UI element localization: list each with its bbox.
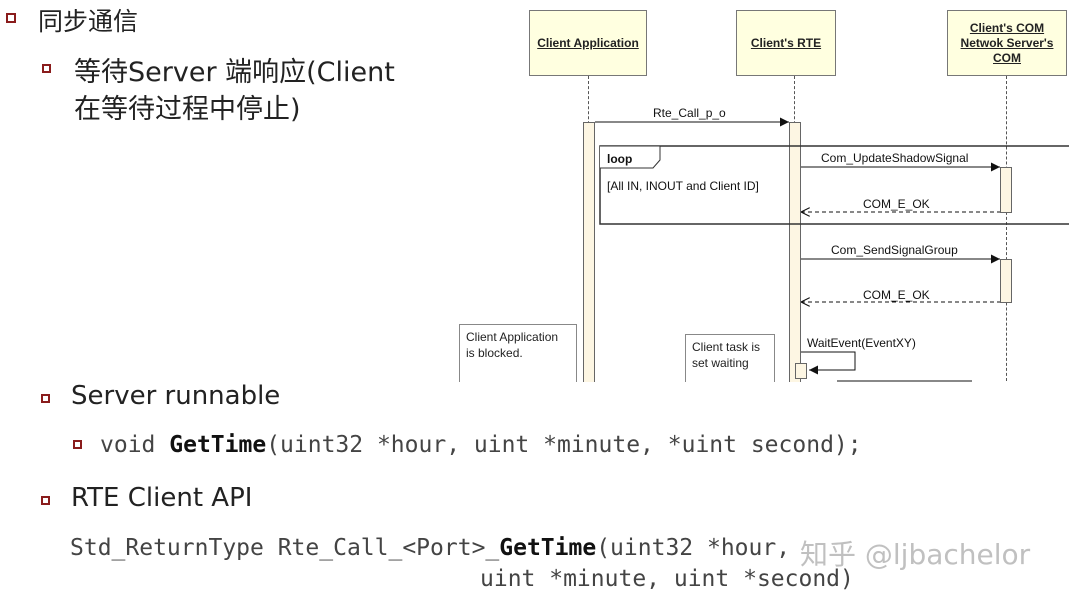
msg-send-group: Com_SendSignalGroup <box>831 243 958 257</box>
api-heading: RTE Client API <box>71 483 253 513</box>
msg-com-e-ok-1: COM_E_OK <box>863 197 930 211</box>
lifeline-client-com: Client's COM Netwok Server's COM <box>947 10 1067 76</box>
api-prefix: Std_ReturnType Rte_Call_<Port>_ <box>70 535 500 561</box>
loop-tag: loop <box>607 152 633 166</box>
api-function-name: GetTime <box>499 535 597 561</box>
api-code-line1: Std_ReturnType Rte_Call_<Port>_GetTime(u… <box>70 535 790 561</box>
msg-update-shadow: Com_UpdateShadowSignal <box>821 151 969 165</box>
code-function-name: GetTime <box>169 432 267 458</box>
note-client-blocked: Client Application is blocked. <box>459 324 577 382</box>
msg-com-e-ok-2: COM_E_OK <box>863 288 930 302</box>
loop-guard: [All IN, INOUT and Client ID] <box>607 179 759 193</box>
server-bullet-icon <box>41 394 50 403</box>
api-args-1: (uint32 *hour, <box>596 535 791 561</box>
sync-heading: 同步通信 <box>38 7 139 36</box>
watermark: 知乎 @ljbachelor <box>800 538 1031 571</box>
code-bullet-icon <box>73 440 82 449</box>
msg-wait-event: WaitEvent(EventXY) <box>807 336 916 350</box>
sequence-diagram: Client Application Client's RTE Client's… <box>457 0 1069 382</box>
code-prefix: void <box>100 432 170 458</box>
activation-rte <box>789 122 801 382</box>
activation-app <box>583 122 595 382</box>
sync-sub-line2: 在等待过程中停止) <box>74 94 301 125</box>
activation-com-1 <box>1000 167 1012 213</box>
code-arguments: (uint32 *hour, uint *minute, *uint secon… <box>266 432 862 458</box>
activation-rte-wait <box>795 363 807 379</box>
sub-bullet-icon <box>42 64 51 73</box>
note-task-waiting: Client task is set waiting <box>685 334 775 382</box>
sync-sub-line1: 等待Server 端响应(Client <box>74 57 395 88</box>
msg-rte-call: Rte_Call_p_o <box>653 106 726 120</box>
activation-com-2 <box>1000 259 1012 303</box>
diagram-lines <box>595 117 1069 382</box>
api-bullet-icon <box>41 496 50 505</box>
heading-bullet-icon <box>6 13 16 23</box>
lifeline-line-com <box>1006 76 1007 382</box>
server-code-line: void GetTime(uint32 *hour, uint *minute,… <box>100 432 862 458</box>
lifeline-client-rte: Client's RTE <box>736 10 836 76</box>
server-heading: Server runnable <box>71 381 281 411</box>
lifeline-client-app: Client Application <box>529 10 647 76</box>
api-code-line2: uint *minute, uint *second) <box>480 566 854 592</box>
